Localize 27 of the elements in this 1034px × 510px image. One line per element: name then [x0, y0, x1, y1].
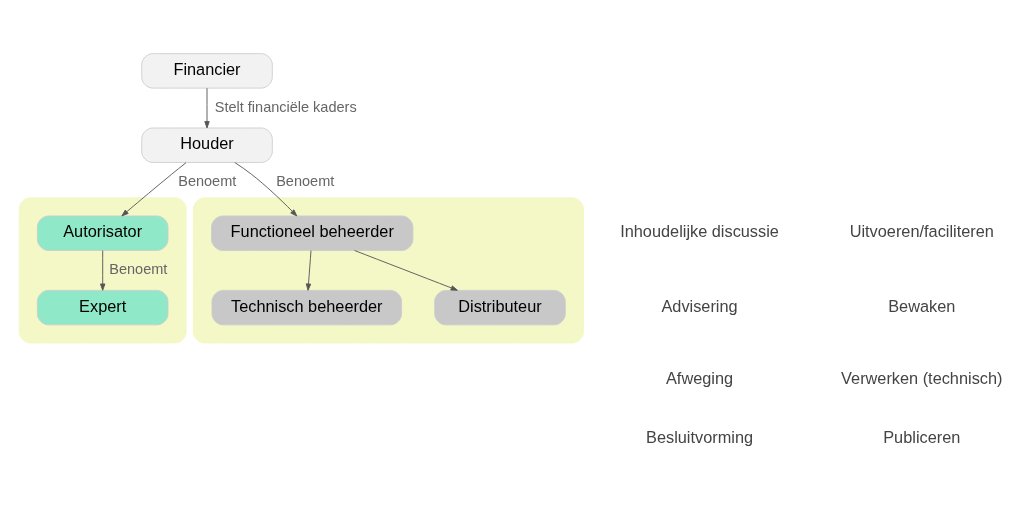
arrow [121, 162, 187, 217]
arrow [234, 162, 298, 217]
node-box: Financier [141, 53, 273, 89]
label: Bewaken [888, 296, 956, 315]
node-box: Distributeur [434, 289, 566, 326]
arrow [204, 87, 210, 129]
node-box: Autorisator [36, 215, 169, 251]
node-box: Houder [141, 127, 273, 163]
cluster [18, 197, 187, 344]
label: Uitvoeren/faciliteren [849, 222, 994, 241]
arrow [305, 250, 312, 291]
edge-label: Benoemt [178, 172, 237, 189]
edge-label: Benoemt [276, 172, 335, 189]
node-box: Functioneel beheerder [211, 215, 414, 251]
arrow [100, 250, 106, 291]
label: Inhoudelijke discussie [620, 222, 779, 241]
arrow [354, 250, 458, 291]
edge-label: Stelt financiële kaders [214, 98, 357, 115]
label: Verwerken (technisch) [841, 369, 1003, 388]
label: Publiceren [883, 428, 961, 447]
edge-label: Benoemt [109, 260, 168, 277]
cluster [192, 197, 584, 344]
node-box: Expert [36, 289, 169, 326]
node-box: Technisch beheerder [211, 289, 403, 326]
label: Afweging [666, 369, 734, 388]
label: Advisering [661, 296, 738, 315]
label: Besluitvorming [646, 428, 754, 447]
